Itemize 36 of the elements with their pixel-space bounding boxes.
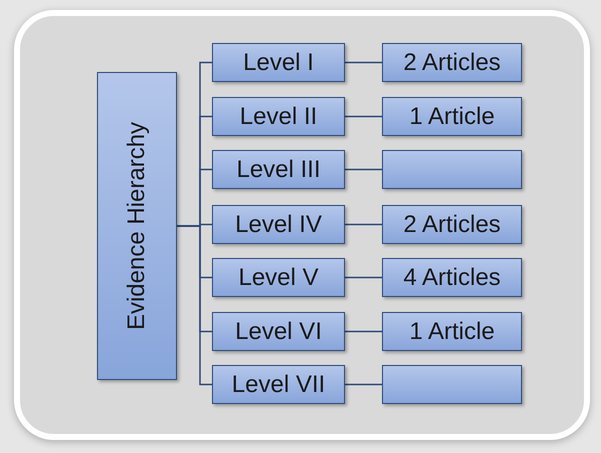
connector-line: [345, 62, 382, 64]
connector-line: [345, 384, 382, 386]
level-box: [382, 205, 522, 244]
empty-box: [382, 150, 522, 189]
level-box: [382, 258, 522, 297]
connector-line: [345, 224, 382, 226]
empty-box: [382, 365, 522, 404]
box-label: Evidence Hierarchy: [125, 122, 149, 330]
box-label: Level I: [243, 50, 314, 74]
level-box: [212, 97, 345, 136]
box-label: 4 Articles: [403, 266, 501, 290]
box-label: 2 Articles: [403, 50, 501, 74]
category-box: [97, 72, 177, 380]
box-label: 1 Article: [409, 104, 495, 128]
level-box: [382, 43, 522, 82]
connector-line: [345, 168, 382, 170]
level-box: [212, 258, 345, 297]
level-box: [212, 312, 345, 351]
box-label: Level VII: [232, 372, 326, 396]
level-box: [212, 365, 345, 404]
box-label: Level VI: [235, 320, 322, 344]
connector-line: [345, 330, 382, 332]
level-box: [382, 97, 522, 136]
box-label: Level III: [236, 158, 321, 182]
box-label: Level V: [238, 266, 319, 290]
level-box: [212, 43, 345, 82]
level-box: [212, 205, 345, 244]
connector-line: [177, 225, 212, 386]
box-label: Level IV: [235, 212, 322, 236]
box-label: 1 Article: [409, 320, 495, 344]
connector-line: [345, 116, 382, 118]
box-label: Level II: [240, 104, 318, 128]
level-box: [212, 150, 345, 189]
box-label: 2 Articles: [403, 212, 501, 236]
connector-line: [345, 276, 382, 278]
level-box: [382, 312, 522, 351]
